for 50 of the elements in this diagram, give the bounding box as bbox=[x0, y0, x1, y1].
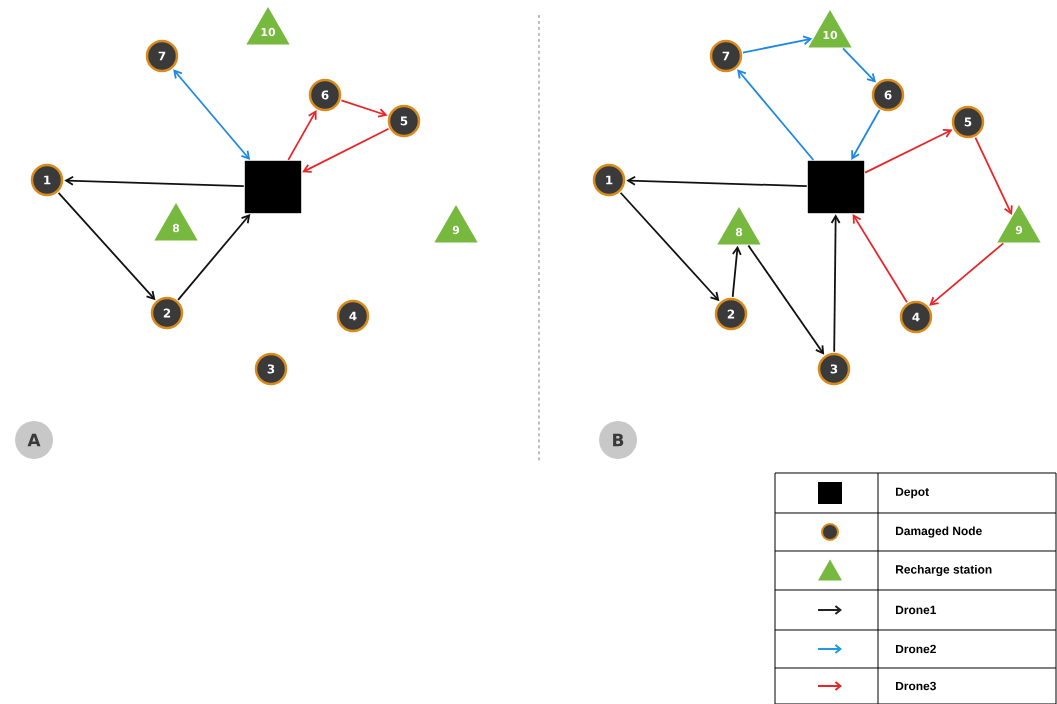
damaged-node: 4 bbox=[899, 300, 933, 334]
recharge-triangle: 10 bbox=[246, 7, 290, 45]
damaged-node: 1 bbox=[592, 163, 626, 197]
arrow bbox=[173, 69, 251, 161]
recharge-triangle: 8 bbox=[717, 207, 761, 245]
arrow bbox=[864, 129, 953, 174]
damaged-node: 4 bbox=[336, 299, 370, 333]
damaged-node: 2 bbox=[714, 297, 748, 331]
arrow bbox=[929, 242, 1005, 306]
legend-label: Drone2 bbox=[896, 644, 936, 654]
damaged-node: 1 bbox=[30, 163, 64, 197]
arrow bbox=[287, 110, 317, 161]
panel-badge: A bbox=[15, 421, 53, 459]
arrow bbox=[340, 99, 388, 118]
legend-label: Drone3 bbox=[896, 681, 936, 691]
arrow bbox=[737, 69, 815, 161]
legend-label: Drone1 bbox=[896, 605, 937, 615]
damaged-node: 6 bbox=[308, 78, 342, 112]
damaged-node: 6 bbox=[871, 78, 905, 112]
arrow bbox=[57, 191, 156, 301]
recharge-triangle: 9 bbox=[997, 205, 1041, 243]
arrow bbox=[64, 175, 245, 187]
damaged-node: 7 bbox=[145, 39, 179, 73]
arrow bbox=[852, 214, 908, 304]
damaged-node: 7 bbox=[709, 39, 743, 73]
damaged-node: 3 bbox=[254, 352, 288, 386]
arrow bbox=[842, 47, 876, 83]
recharge-triangle: 10 bbox=[808, 10, 852, 48]
depot-square bbox=[807, 160, 865, 214]
legend-label: Depot bbox=[896, 487, 929, 499]
arrow bbox=[302, 127, 390, 173]
arrow bbox=[626, 175, 808, 187]
arrow bbox=[742, 35, 813, 54]
arrow bbox=[851, 109, 881, 160]
arrow bbox=[619, 191, 720, 302]
damaged-node: 2 bbox=[150, 296, 184, 330]
arrow bbox=[177, 213, 251, 301]
arrow bbox=[731, 245, 742, 298]
legend-label: Recharge station bbox=[896, 564, 992, 577]
recharge-triangle: 9 bbox=[434, 205, 478, 243]
panel-badge: B bbox=[599, 421, 637, 459]
damaged-node: 3 bbox=[817, 352, 851, 386]
arrow bbox=[830, 214, 841, 353]
arrow bbox=[974, 136, 1013, 216]
arrow bbox=[747, 244, 825, 355]
recharge-triangle: 8 bbox=[154, 203, 198, 241]
legend-label: Damaged Node bbox=[896, 526, 982, 538]
damaged-node: 5 bbox=[951, 105, 985, 139]
damaged-node: 5 bbox=[387, 104, 421, 138]
depot-square bbox=[244, 160, 302, 214]
